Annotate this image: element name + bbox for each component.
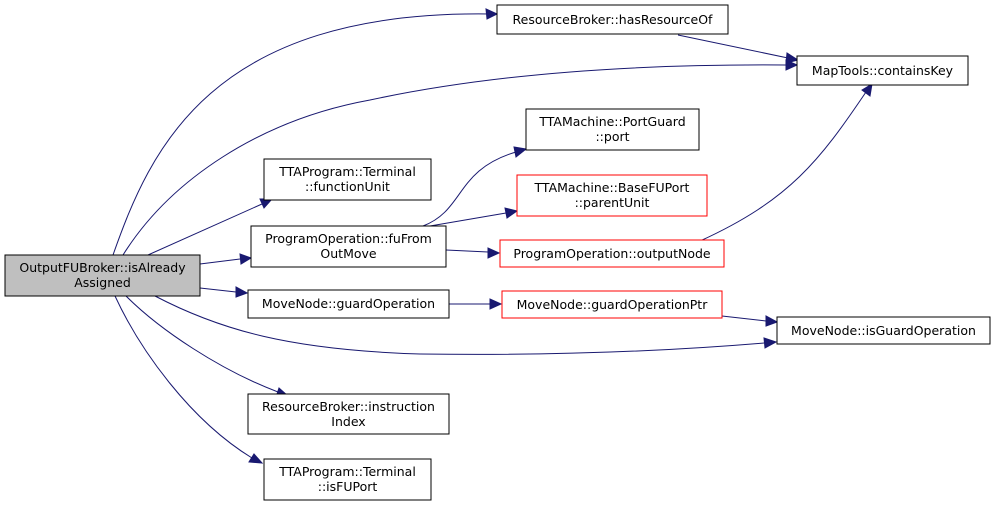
node-label-line: TTAProgram::Terminal bbox=[278, 164, 416, 179]
node-label-line: ::port bbox=[595, 129, 629, 144]
node-box bbox=[501, 290, 723, 319]
node-is-guard-operation[interactable]: MoveNode::isGuardOperation bbox=[776, 316, 991, 345]
node-output-node[interactable]: ProgramOperation::outputNode bbox=[499, 239, 725, 268]
edge-arrowhead bbox=[248, 453, 264, 464]
node-label-line: OutputFUBroker::isAlready bbox=[19, 260, 186, 275]
edge-root-guard-operation bbox=[199, 287, 237, 293]
node-label-line: MoveNode::isGuardOperation bbox=[791, 323, 976, 338]
edge-arrowhead bbox=[765, 315, 779, 327]
edge-arrowhead bbox=[504, 207, 519, 219]
edge-root-fu-from-out-move bbox=[199, 258, 241, 265]
edge-guard-operation-ptr-is-guard-operation bbox=[721, 315, 767, 322]
node-terminal-is-fu-port[interactable]: TTAProgram::Terminal ::isFUPort bbox=[263, 458, 432, 501]
node-label-line: ResourceBroker::hasResourceOf bbox=[513, 12, 713, 27]
edge-root-instruction-index bbox=[125, 295, 279, 393]
node-label-line: ResourceBroker::instruction bbox=[262, 399, 435, 414]
node-fu-from-out-move[interactable]: ProgramOperation::fuFrom OutMove bbox=[250, 225, 447, 268]
edge-arrowhead bbox=[239, 253, 253, 265]
node-box bbox=[263, 158, 432, 201]
edge-root-is-fu-port bbox=[114, 295, 253, 459]
node-label-line: MoveNode::guardOperationPtr bbox=[517, 297, 709, 312]
edge-root-function-unit bbox=[147, 203, 263, 256]
node-label-line: ::functionUnit bbox=[305, 179, 390, 194]
node-guard-operation[interactable]: MoveNode::guardOperation bbox=[247, 289, 450, 319]
node-box bbox=[250, 225, 447, 268]
edges bbox=[112, 8, 873, 464]
node-label-line: MoveNode::guardOperation bbox=[262, 296, 435, 311]
node-label-line: TTAMachine::PortGuard bbox=[538, 114, 685, 129]
node-label-line: MapTools::containsKey bbox=[812, 63, 954, 78]
node-root[interactable]: OutputFUBroker::isAlready Assigned bbox=[4, 254, 201, 297]
node-label-line: OutMove bbox=[320, 246, 376, 261]
node-label-line: ProgramOperation::outputNode bbox=[513, 246, 711, 261]
node-box bbox=[796, 55, 969, 86]
edge-arrowhead bbox=[485, 8, 499, 20]
edge-root-contains-key bbox=[122, 64, 787, 256]
node-port-guard-port[interactable]: TTAMachine::PortGuard ::port bbox=[525, 108, 700, 151]
edge-arrowhead bbox=[785, 52, 800, 64]
node-base-fu-port-parent-unit[interactable]: TTAMachine::BaseFUPort ::parentUnit bbox=[516, 174, 708, 217]
node-box bbox=[525, 108, 700, 151]
node-contains-key[interactable]: MapTools::containsKey bbox=[796, 55, 969, 86]
edge-fu-from-out-move-parent-unit bbox=[429, 212, 507, 227]
node-box bbox=[263, 458, 432, 501]
node-box bbox=[4, 254, 201, 297]
node-has-resource-of[interactable]: ResourceBroker::hasResourceOf bbox=[496, 4, 729, 35]
edge-arrowhead bbox=[763, 337, 778, 349]
node-box bbox=[516, 174, 708, 217]
node-box bbox=[776, 316, 991, 345]
node-box bbox=[496, 4, 729, 35]
node-label-line: ::isFUPort bbox=[318, 479, 378, 494]
edge-root-is-guard-operation bbox=[154, 295, 765, 355]
node-guard-operation-ptr[interactable]: MoveNode::guardOperationPtr bbox=[501, 290, 723, 319]
edge-has-resource-of-contains-key bbox=[677, 34, 789, 59]
node-label-line: Index bbox=[331, 414, 365, 429]
edge-root-has-resource-of bbox=[112, 13, 491, 256]
edge-arrowhead bbox=[489, 298, 503, 310]
node-label-line: TTAProgram::Terminal bbox=[278, 464, 416, 479]
edge-output-node-contains-key bbox=[699, 91, 867, 242]
node-label-line: ::parentUnit bbox=[575, 195, 650, 210]
edge-arrowhead bbox=[513, 146, 528, 158]
edge-fu-from-out-move-output-node bbox=[445, 249, 489, 253]
edge-arrowhead bbox=[861, 83, 873, 97]
node-instruction-index[interactable]: ResourceBroker::instruction Index bbox=[247, 393, 450, 435]
edge-arrowhead bbox=[235, 286, 249, 298]
node-label-line: Assigned bbox=[74, 275, 131, 290]
node-box bbox=[247, 393, 450, 435]
edge-fu-from-out-move-port bbox=[422, 151, 517, 227]
edge-arrowhead bbox=[487, 247, 501, 259]
node-label-line: TTAMachine::BaseFUPort bbox=[534, 180, 690, 195]
node-box bbox=[499, 239, 725, 268]
node-box bbox=[247, 289, 450, 319]
node-label-line: ProgramOperation::fuFrom bbox=[265, 231, 432, 246]
node-terminal-function-unit[interactable]: TTAProgram::Terminal ::functionUnit bbox=[263, 158, 432, 201]
